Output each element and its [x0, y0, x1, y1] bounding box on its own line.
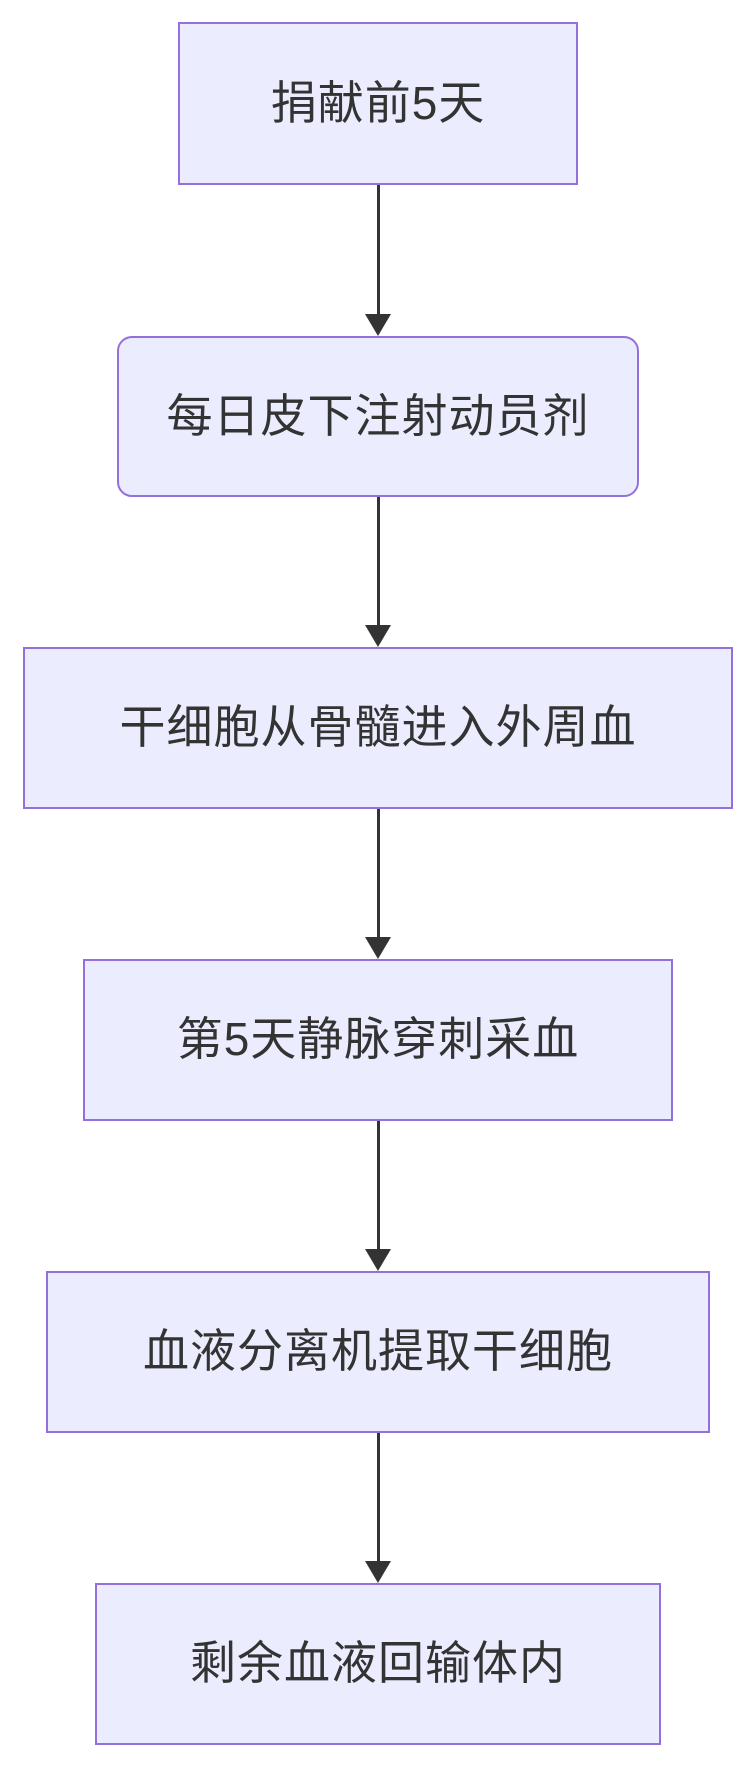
- arrowhead-icon: [365, 314, 391, 336]
- node-label: 捐献前5天: [270, 76, 486, 129]
- edge-connector-1: [376, 185, 380, 314]
- node-stemcells-enter-blood: 干细胞从骨髓进入外周血: [23, 647, 733, 809]
- node-label: 干细胞从骨髓进入外周血: [119, 701, 637, 754]
- edge-connector-2: [376, 497, 380, 625]
- arrowhead-icon: [365, 1561, 391, 1583]
- node-day5-venipuncture: 第5天静脉穿刺采血: [83, 959, 673, 1121]
- node-apheresis-extraction: 血液分离机提取干细胞: [46, 1271, 710, 1433]
- arrowhead-icon: [365, 937, 391, 959]
- node-blood-reinfusion: 剩余血液回输体内: [95, 1583, 661, 1745]
- node-label: 血液分离机提取干细胞: [143, 1325, 613, 1378]
- edge-connector-3: [376, 809, 380, 937]
- edge-connector-4: [376, 1121, 380, 1249]
- node-label: 每日皮下注射动员剂: [166, 389, 590, 442]
- edge-connector-5: [376, 1433, 380, 1561]
- node-label: 第5天静脉穿刺采血: [176, 1013, 580, 1066]
- node-daily-injection: 每日皮下注射动员剂: [117, 336, 639, 497]
- node-label: 剩余血液回输体内: [190, 1637, 566, 1690]
- arrowhead-icon: [365, 625, 391, 647]
- arrowhead-icon: [365, 1249, 391, 1271]
- node-days-before-donation: 捐献前5天: [178, 22, 578, 185]
